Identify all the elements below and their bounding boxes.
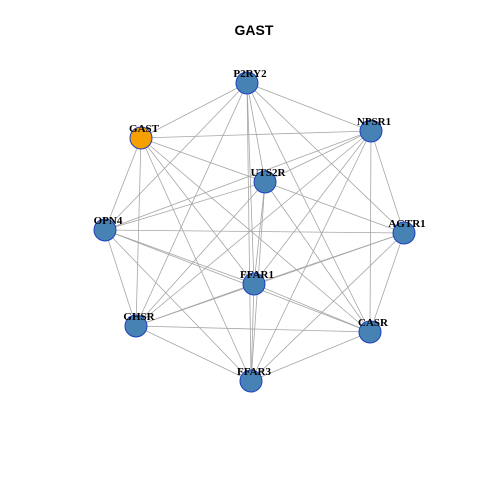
- node-label-npsr1: NPSR1: [357, 116, 391, 128]
- edge-npsr1-agtr1: [370, 130, 405, 234]
- edge-p2ry2-ffar1: [246, 82, 255, 285]
- node-ffar1[interactable]: [242, 272, 266, 296]
- edge-gast-ghsr: [135, 137, 142, 327]
- edge-p2ry2-uts2r: [246, 82, 266, 183]
- edge-opn4-agtr1: [104, 229, 405, 234]
- edge-uts2r-ghsr: [135, 181, 266, 327]
- edge-ffar1-ffar3: [250, 283, 255, 382]
- node-label-ghsr: GHSR: [123, 311, 155, 323]
- edge-p2ry2-npsr1: [246, 82, 372, 132]
- edge-ffar1-casr: [253, 283, 371, 333]
- node-layer: [93, 71, 416, 393]
- edge-p2ry2-opn4: [104, 82, 248, 231]
- node-label-agtr1: AGTR1: [388, 218, 425, 230]
- edge-p2ry2-ghsr: [135, 82, 248, 327]
- edge-ghsr-ffar3: [135, 325, 252, 382]
- edge-p2ry2-casr: [246, 82, 371, 333]
- edge-agtr1-ffar3: [250, 232, 405, 382]
- node-agtr1[interactable]: [392, 221, 416, 245]
- node-label-ffar3: FFAR3: [237, 366, 272, 378]
- node-npsr1[interactable]: [359, 119, 383, 143]
- node-gast[interactable]: [129, 126, 153, 150]
- edge-uts2r-agtr1: [264, 181, 405, 234]
- node-label-gast: GAST: [129, 123, 160, 135]
- edge-agtr1-casr: [369, 232, 405, 333]
- edge-ghsr-casr: [135, 325, 371, 333]
- node-p2ry2[interactable]: [235, 71, 259, 95]
- node-opn4[interactable]: [93, 218, 117, 242]
- edge-npsr1-ffar1: [253, 130, 372, 285]
- edge-ffar1-ghsr: [135, 283, 255, 327]
- node-label-opn4: OPN4: [94, 215, 123, 227]
- node-label-uts2r: UTS2R: [251, 167, 287, 179]
- node-uts2r[interactable]: [253, 170, 277, 194]
- node-label-casr: CASR: [358, 317, 389, 329]
- edge-npsr1-casr: [369, 130, 372, 333]
- edge-p2ry2-gast: [140, 82, 248, 139]
- node-casr[interactable]: [358, 320, 382, 344]
- diagram-title: GAST: [235, 22, 274, 38]
- node-ghsr[interactable]: [124, 314, 148, 338]
- edge-p2ry2-agtr1: [246, 82, 405, 234]
- edge-casr-ffar3: [250, 331, 371, 382]
- edge-npsr1-opn4: [104, 130, 372, 231]
- edge-opn4-ghsr: [104, 229, 137, 327]
- node-ffar3[interactable]: [239, 369, 263, 393]
- edge-npsr1-gast: [140, 130, 372, 139]
- edge-gast-ffar1: [140, 137, 255, 285]
- edge-uts2r-ffar1: [253, 181, 266, 285]
- edge-uts2r-opn4: [104, 181, 266, 231]
- edge-npsr1-uts2r: [264, 130, 372, 183]
- edge-opn4-ffar3: [104, 229, 252, 382]
- node-label-ffar1: FFAR1: [240, 269, 274, 281]
- edge-gast-casr: [140, 137, 371, 333]
- edge-npsr1-ffar3: [250, 130, 372, 382]
- node-label-p2ry2: P2RY2: [233, 68, 267, 80]
- edge-gast-opn4: [104, 137, 142, 231]
- edge-uts2r-casr: [264, 181, 371, 333]
- edge-layer: [104, 82, 405, 382]
- edge-npsr1-ghsr: [135, 130, 372, 327]
- edge-opn4-ffar1: [104, 229, 255, 285]
- edge-opn4-casr: [104, 229, 371, 333]
- edge-gast-uts2r: [140, 137, 266, 183]
